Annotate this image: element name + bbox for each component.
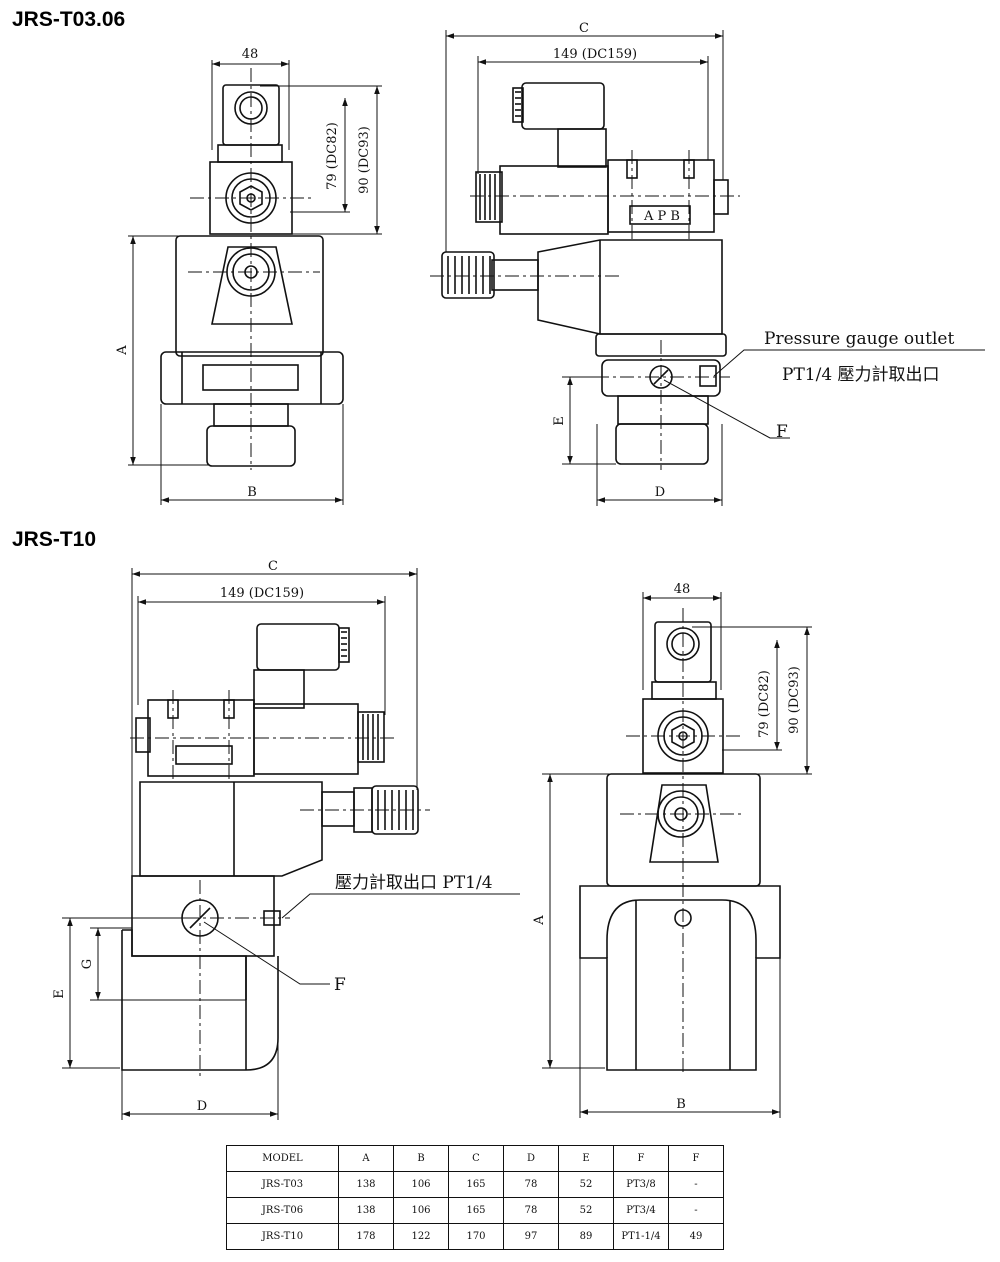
table-cell: PT1-1/4 xyxy=(613,1223,669,1250)
t10-dim-90: 90 (DC93) xyxy=(787,666,802,734)
t03-front-view xyxy=(160,84,344,467)
table-cell: 165 xyxy=(448,1171,504,1198)
t10-dim-b: B xyxy=(676,1097,686,1112)
dim-149: 149 (DC159) xyxy=(553,47,637,62)
table-cell: PT3/8 xyxy=(613,1171,669,1198)
port-label-apb: A P B xyxy=(643,209,680,224)
t10-callout-gauge: 壓力計取出口 PT1/4 xyxy=(335,873,493,893)
table-cell: 122 xyxy=(393,1223,449,1250)
table-cell: 52 xyxy=(558,1197,614,1224)
table-cell: 78 xyxy=(503,1171,559,1198)
label-f: F xyxy=(776,422,788,442)
dim-b: B xyxy=(247,485,257,500)
table-cell: 106 xyxy=(393,1197,449,1224)
table-cell: 170 xyxy=(448,1223,504,1250)
table-header: D xyxy=(503,1145,559,1172)
dim-c: C xyxy=(579,21,589,36)
heading-jrs-t10: JRS-T10 xyxy=(12,528,97,551)
t10-side-view xyxy=(121,623,419,1071)
table-cell: 138 xyxy=(338,1171,394,1198)
table-cell: JRS-T03 xyxy=(226,1171,339,1198)
table-cell: 78 xyxy=(503,1197,559,1224)
table-cell: 106 xyxy=(393,1171,449,1198)
table-cell: 49 xyxy=(668,1223,724,1250)
table-row: JRS-T10 178 122 170 97 89 PT1-1/4 49 xyxy=(226,1223,724,1250)
t10-dim-a: A xyxy=(532,915,547,926)
table-header: E xyxy=(558,1145,614,1172)
t10-dim-g: G xyxy=(80,959,95,969)
t10-dim-48: 48 xyxy=(674,582,691,597)
t10-dim-e: E xyxy=(52,989,67,999)
table-cell: 138 xyxy=(338,1197,394,1224)
table-cell: JRS-T10 xyxy=(226,1223,339,1250)
table-cell: 178 xyxy=(338,1223,394,1250)
heading-jrs-t03-06: JRS-T03.06 xyxy=(12,8,126,31)
table-cell: - xyxy=(668,1197,724,1224)
dim-48: 48 xyxy=(242,47,259,62)
table-header-row: MODEL A B C D E F F xyxy=(226,1145,724,1172)
table-row: JRS-T06 138 106 165 78 52 PT3/4 - xyxy=(226,1197,724,1224)
t10-dim-149: 149 (DC159) xyxy=(220,586,304,601)
table-row: JRS-T03 138 106 165 78 52 PT3/8 - xyxy=(226,1171,724,1198)
dim-a: A xyxy=(115,345,130,356)
table-header: F xyxy=(613,1145,669,1172)
t10-dim-79: 79 (DC82) xyxy=(757,670,772,738)
table-header: C xyxy=(448,1145,504,1172)
table-header: A xyxy=(338,1145,394,1172)
table-cell: PT3/4 xyxy=(613,1197,669,1224)
table-cell: 52 xyxy=(558,1171,614,1198)
t03-side-view xyxy=(441,82,729,465)
t10-front-view xyxy=(579,621,781,1071)
t10-dim-c: C xyxy=(268,559,278,574)
table-cell: 97 xyxy=(503,1223,559,1250)
table-cell: JRS-T06 xyxy=(226,1197,339,1224)
t10-dim-d: D xyxy=(197,1099,207,1114)
table-header: F xyxy=(668,1145,724,1172)
dimension-table: MODEL A B C D E F F JRS-T03 138 106 165 … xyxy=(226,1145,724,1250)
table-header: MODEL xyxy=(226,1145,339,1172)
dim-e: E xyxy=(552,416,567,426)
dim-79: 79 (DC82) xyxy=(325,122,340,190)
table-header: B xyxy=(393,1145,449,1172)
dim-90: 90 (DC93) xyxy=(357,126,372,194)
dim-d: D xyxy=(655,485,665,500)
callout-gauge-zh: PT1/4 壓力計取出口 xyxy=(782,365,940,385)
table-cell: - xyxy=(668,1171,724,1198)
t10-label-f: F xyxy=(334,975,346,995)
table-cell: 165 xyxy=(448,1197,504,1224)
table-cell: 89 xyxy=(558,1223,614,1250)
callout-gauge-en: Pressure gauge outlet xyxy=(764,329,954,349)
